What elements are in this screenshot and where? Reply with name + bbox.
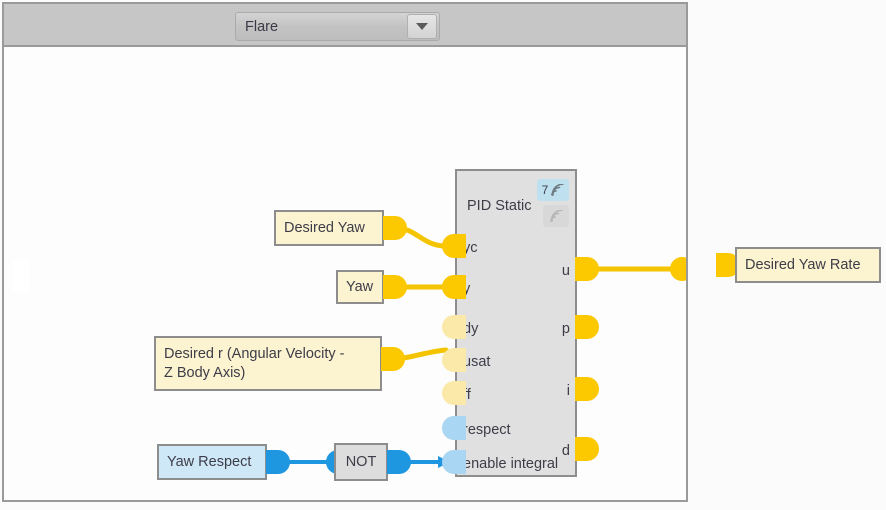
port-out-u[interactable] [575,257,599,281]
port-out-d[interactable] [575,437,599,461]
port-out-desired-r[interactable] [381,347,405,371]
port-label-d: d [561,443,570,459]
port-out-yaw-respect[interactable] [266,450,290,474]
diagram-selector-dropdown[interactable]: Flare [235,12,440,41]
diagram-canvas[interactable]: PID Static 7 [4,47,686,500]
diagram-panel: Flare [2,2,688,502]
wire-waypoint-u[interactable] [670,257,686,281]
port-out-desired-yaw[interactable] [383,216,407,240]
port-in-ff[interactable] [442,381,466,405]
signal-icon [551,183,564,196]
diagram-selector-value: Flare [245,18,279,35]
port-label-enable-integral: enable integral [463,456,559,472]
signal-icon [550,209,563,222]
port-out-i[interactable] [575,377,599,401]
canvas-artifact [13,259,29,292]
node-desired-yaw-rate[interactable]: Desired Yaw Rate [735,247,881,283]
port-in-usat[interactable] [442,348,466,372]
node-not-gate[interactable]: NOT [334,443,388,481]
port-in-yc[interactable] [442,234,466,258]
badge-count[interactable]: 7 [537,179,569,201]
node-yaw-respect[interactable]: Yaw Respect [157,444,267,480]
node-desired-yaw[interactable]: Desired Yaw [274,210,384,246]
port-label-y: y [463,281,471,297]
node-label-line2: Z Body Axis) [164,364,246,381]
dropdown-arrow-button[interactable] [407,14,437,39]
port-label-respect: respect [463,422,511,438]
node-label: Desired Yaw Rate [745,256,861,273]
port-in-enable-integral[interactable] [442,450,466,474]
port-label-yc: yc [463,240,478,256]
port-in-respect[interactable] [442,416,466,440]
node-label: Yaw [346,278,374,295]
block-pid-static[interactable]: PID Static 7 [455,169,577,477]
badge-count-value: 7 [541,183,549,197]
port-label-p: p [561,321,570,337]
node-label: NOT [345,453,377,470]
chevron-down-icon [416,23,428,30]
port-label-u: u [561,263,570,279]
badge-signal[interactable] [543,205,569,227]
port-out-p[interactable] [575,315,599,339]
port-label-dy: dy [463,321,479,337]
port-label-ff: ff [463,387,471,403]
node-label-line1: Desired r (Angular Velocity - [164,346,345,363]
node-yaw[interactable]: Yaw [336,270,384,304]
port-label-i: i [566,383,570,399]
port-label-usat: usat [463,354,491,370]
port-out-not-gate[interactable] [387,450,411,474]
node-label: Yaw Respect [167,453,252,470]
port-in-y[interactable] [442,275,466,299]
node-label: Desired r (Angular Velocity - Z Body Axi… [164,345,345,381]
block-title: PID Static [467,198,532,214]
panel-header: Flare [4,4,686,47]
node-label: Desired Yaw [284,219,365,236]
port-out-yaw[interactable] [383,275,407,299]
node-desired-r[interactable]: Desired r (Angular Velocity - Z Body Axi… [154,336,382,391]
port-in-dy[interactable] [442,315,466,339]
